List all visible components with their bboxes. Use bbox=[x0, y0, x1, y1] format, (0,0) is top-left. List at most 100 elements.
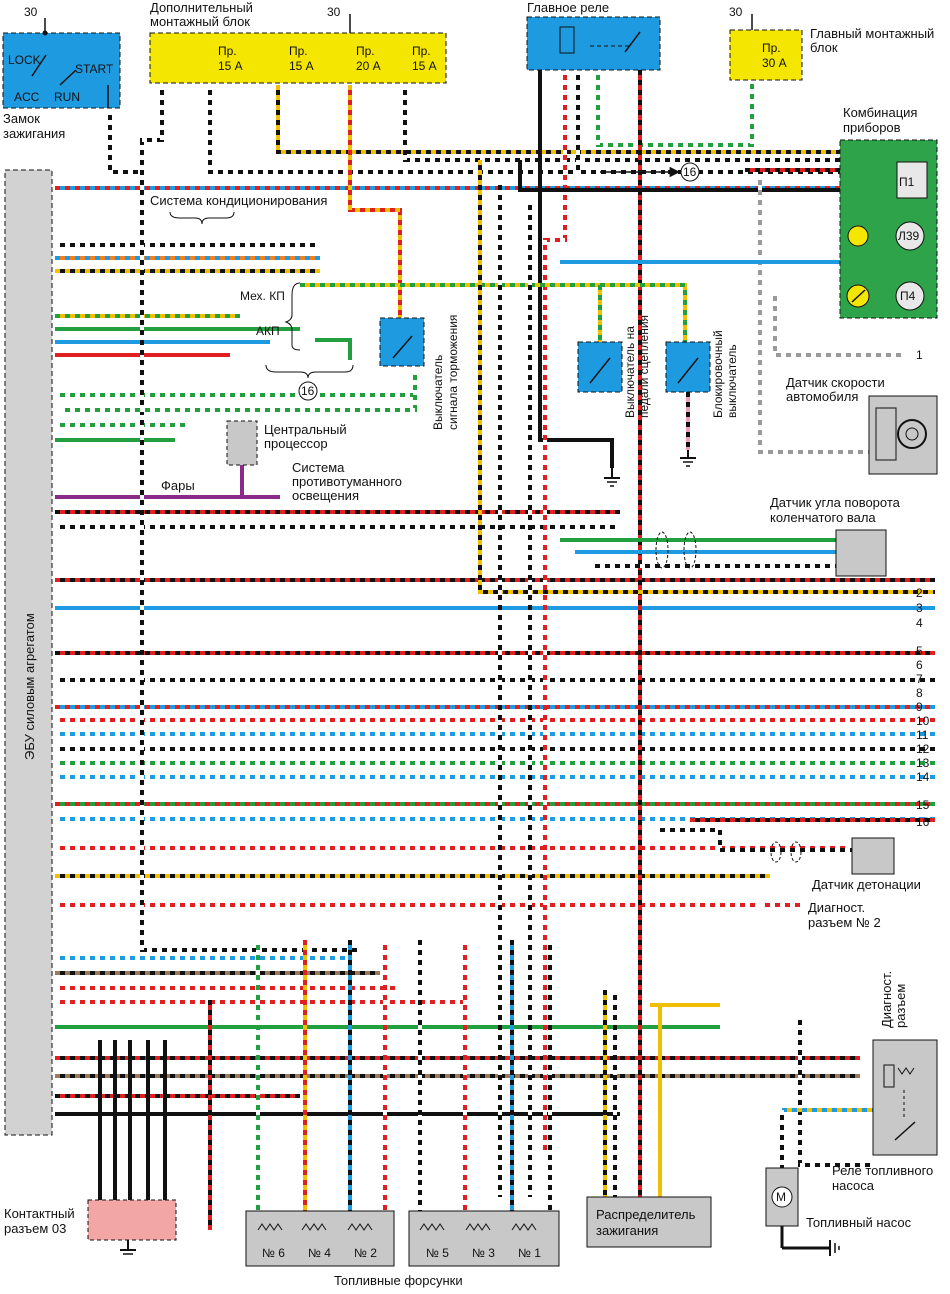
ignition-label-1: Замок bbox=[3, 111, 40, 126]
diag-label-2: разъем bbox=[893, 984, 908, 1028]
right-number-10: 10 bbox=[916, 714, 930, 728]
aux-fuse-wire-4-stripe bbox=[348, 85, 402, 318]
speed-sensor-label-1: Датчик скорости bbox=[786, 375, 885, 390]
injectors-group-2: № 5 № 3 № 1 bbox=[408, 1210, 560, 1267]
aux-fuse-wire-5-stripe bbox=[403, 85, 840, 162]
crank-sensor-label-1: Датчик угла поворота bbox=[770, 495, 901, 510]
aux-fuse-wire-1-stripe bbox=[140, 85, 360, 952]
fuse-3-rating: 20 А bbox=[356, 59, 381, 73]
interlock-label-2: выключатель bbox=[725, 344, 739, 418]
crank-sensor bbox=[655, 529, 887, 577]
connector-03 bbox=[87, 1199, 177, 1255]
aux-fuse-wire-3 bbox=[276, 85, 840, 154]
right-number-2: 2 bbox=[916, 586, 923, 600]
diag-wire bbox=[798, 1015, 873, 1167]
instrument-cluster: П1 Л39 П4 bbox=[839, 139, 938, 319]
right-number-13: 13 bbox=[916, 756, 930, 770]
fuse-4-rating: 15 А bbox=[412, 59, 437, 73]
brake-switch-label-1: Выключатель bbox=[431, 355, 445, 430]
relay-wire-4-stripe bbox=[596, 70, 754, 147]
aux-block-label-1: Дополнительный bbox=[150, 0, 253, 15]
fuel-pump-relay bbox=[872, 1039, 938, 1156]
clutch-switch bbox=[577, 341, 623, 393]
brake-wire bbox=[60, 370, 417, 412]
right-number-15: 15 bbox=[916, 798, 930, 812]
fuse-1: Пр. 15 А bbox=[218, 44, 243, 73]
connector03-label-1: Контактный bbox=[4, 1206, 75, 1221]
fuse-4-name: Пр. bbox=[412, 44, 431, 58]
cluster-p4: П4 bbox=[900, 289, 916, 303]
knock-wire-1-stripe bbox=[660, 828, 852, 852]
cluster-l39: Л39 bbox=[898, 229, 920, 243]
cluster-wire-1 bbox=[518, 160, 840, 192]
ign-wire bbox=[108, 110, 140, 174]
cluster-wire-4 bbox=[773, 296, 905, 357]
ign-lock-label: LOCK bbox=[8, 53, 41, 67]
ign-start-label: START bbox=[75, 62, 114, 76]
ignition-switch: LOCK START ACC RUN bbox=[2, 18, 121, 109]
main-block-label-2: блок bbox=[810, 40, 838, 55]
speed-sensor-label-2: автомобиля bbox=[786, 389, 858, 404]
cpu-label-2: процессор bbox=[264, 436, 328, 451]
main-fuse-name: Пр. bbox=[762, 41, 781, 55]
ac-system-label: Система кондиционирования bbox=[150, 193, 327, 208]
headlights-label: Фары bbox=[161, 478, 195, 493]
ref-16-b: 16 bbox=[680, 162, 700, 182]
distributor-label-2: зажигания bbox=[596, 1223, 658, 1238]
fuel-pump: M bbox=[765, 1167, 840, 1256]
right-number-6: 6 bbox=[916, 658, 923, 672]
clutch-label-1: Выключатель на bbox=[623, 326, 637, 418]
fuse-1-name: Пр. bbox=[218, 44, 237, 58]
ecu-label: ЭБУ силовым агрегатом bbox=[22, 613, 37, 760]
ign-run-label: RUN bbox=[54, 90, 80, 104]
right-number-1: 1 bbox=[916, 348, 923, 362]
fuel-pump-relay-label-2: насоса bbox=[832, 1178, 875, 1193]
injectors-label: Топливные форсунки bbox=[334, 1273, 463, 1288]
cpu-label-1: Центральный bbox=[264, 422, 347, 437]
right-number-4: 4 bbox=[916, 616, 923, 630]
v30-label-2: 30 bbox=[327, 5, 341, 19]
mt-wire-stripe bbox=[300, 283, 687, 342]
at-label: АКП bbox=[256, 324, 280, 338]
ref-16-b-text: 16 bbox=[683, 165, 697, 179]
right-number-8: 8 bbox=[916, 686, 923, 700]
fuel-pump-label: Топливный насос bbox=[806, 1215, 912, 1230]
at-wire bbox=[315, 338, 352, 360]
relay-wire-3 bbox=[576, 70, 665, 174]
right-number-3: 3 bbox=[916, 601, 923, 615]
aux-fuse-wire-3-stripe bbox=[276, 85, 840, 154]
cluster-label-2: приборов bbox=[843, 120, 901, 135]
ign-acc-label: ACC bbox=[14, 90, 40, 104]
injector-1-label: № 1 bbox=[518, 1246, 541, 1260]
brake-switch-label-2: сигнала торможения bbox=[446, 315, 460, 430]
injector-3-label: № 3 bbox=[472, 1246, 495, 1260]
right-number-14: 14 bbox=[916, 770, 930, 784]
fog-label-2: противотуманного bbox=[292, 474, 402, 489]
relay-wire-4 bbox=[596, 70, 754, 147]
fuse-2: Пр. 15 А bbox=[289, 44, 314, 73]
main-block-label-1: Главный монтажный bbox=[810, 26, 934, 41]
diag-label-1: Диагност. bbox=[879, 971, 894, 1028]
speed-wire-1-stripe bbox=[758, 175, 869, 454]
ecu-bar: ЭБУ силовым агрегатом bbox=[4, 169, 53, 1136]
fuse-3: Пр. 20 А bbox=[356, 44, 381, 73]
brake-wire-stripe bbox=[60, 370, 417, 412]
right-number-16: 16 bbox=[916, 815, 930, 829]
main-fuse-rating: 30 А bbox=[762, 56, 787, 70]
aux-block-label-2: монтажный блок bbox=[150, 14, 250, 29]
ground-symbol-2 bbox=[680, 450, 696, 467]
right-number-12: 12 bbox=[916, 742, 930, 756]
injector-5-label: № 5 bbox=[426, 1246, 449, 1260]
aux-fuse-wire-5 bbox=[403, 85, 840, 162]
diag2-label-1: Диагност. bbox=[808, 900, 865, 915]
relay-wire-3-stripe bbox=[576, 70, 665, 174]
fuse-4: Пр. 15 А bbox=[412, 44, 437, 73]
main-relay-label: Главное реле bbox=[527, 0, 609, 15]
connector03-label-2: разъем 03 bbox=[4, 1221, 66, 1236]
mt-label: Мех. КП bbox=[240, 289, 285, 303]
ign-wire-stripe bbox=[108, 110, 140, 174]
fog-label-3: освещения bbox=[292, 488, 359, 503]
right-number-7: 7 bbox=[916, 672, 923, 686]
